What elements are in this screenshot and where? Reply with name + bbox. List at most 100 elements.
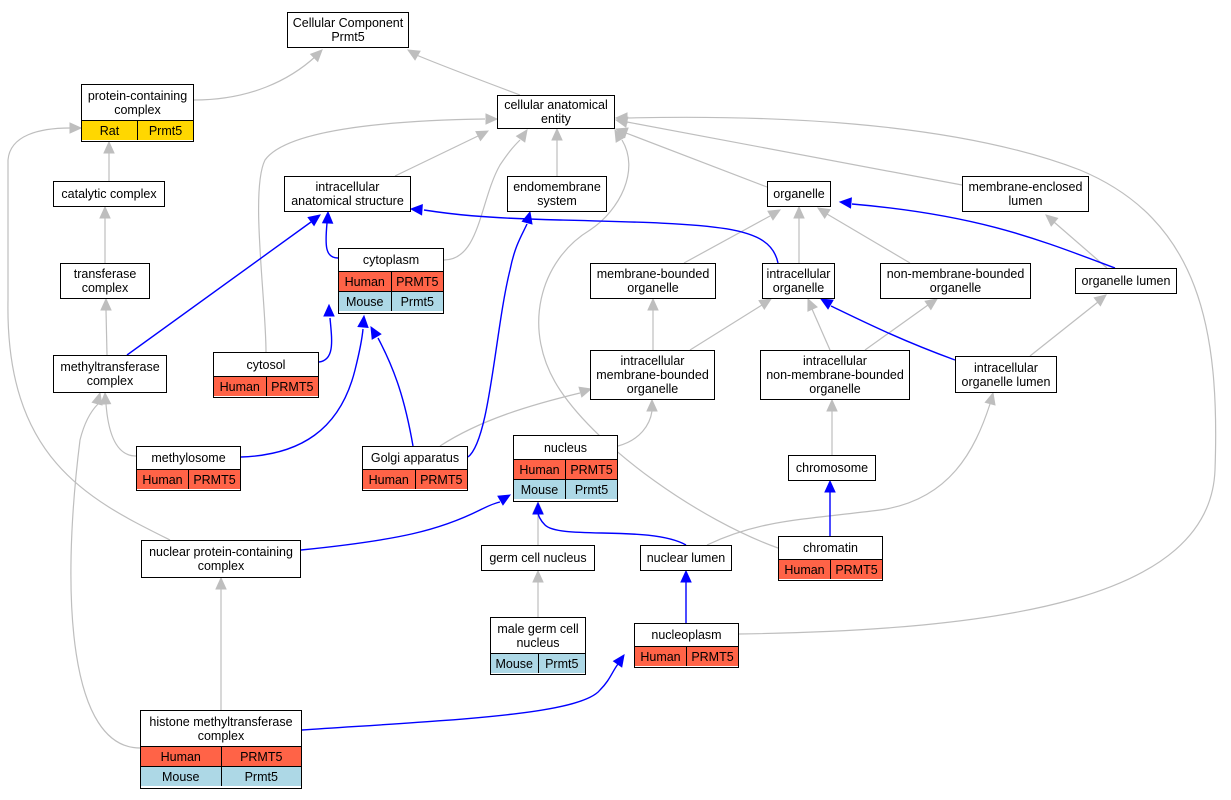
node-germ-cell-nucleus[interactable]: germ cell nucleus: [481, 545, 595, 571]
gene-cell: PRMT5: [686, 647, 738, 666]
edge-arrowhead: [307, 214, 321, 227]
edge-arrowhead: [406, 49, 421, 61]
node-label-line: lumen: [1008, 194, 1043, 208]
edge-arrowhead: [215, 576, 227, 590]
gene-cell: Prmt5: [390, 292, 444, 311]
edge-line: [443, 139, 521, 261]
species-cell: Human: [344, 274, 385, 289]
node-nuclear-lumen[interactable]: nuclear lumen: [640, 545, 732, 571]
edge-line: [377, 337, 414, 447]
edge-arrowhead: [612, 654, 625, 668]
edge-arrowhead: [838, 197, 852, 209]
edge-part-of-intracellular-organelle-to-intracellular-anatomical-structure: [409, 204, 779, 264]
node-label-line: chromatin: [803, 541, 858, 555]
edge-line: [826, 213, 911, 264]
node-label-line: Golgi apparatus: [370, 451, 460, 465]
species-cell: Rat: [99, 123, 120, 138]
node-label: cytoplasm: [339, 249, 443, 271]
edge-is-a-organelle-to-cellular-anatomical-entity: [614, 127, 768, 188]
edge-line: [537, 511, 687, 546]
edge-is-a-intracellular-membrane-bounded-organelle-to-membrane-bounded-organelle: [647, 297, 659, 350]
edge-arrowhead: [767, 209, 782, 221]
edge-is-a-cytosol-to-cellular-anatomical-entity: [257, 113, 499, 353]
node-label-line: organelle: [809, 382, 861, 396]
edge-is-a-intracellular-organelle-to-organelle: [793, 205, 805, 263]
edge-arrowhead: [323, 303, 335, 317]
edge-arrowhead: [1093, 294, 1107, 307]
edge-is-a-membrane-enclosed-lumen-to-cellular-anatomical-entity: [614, 116, 963, 186]
species-cell: Human: [368, 472, 409, 487]
edge-line: [683, 215, 771, 264]
edge-arrowhead: [758, 298, 773, 310]
edge-is-a-chromatin-to-cellular-anatomical-entity: [538, 128, 779, 549]
edge-line: [394, 135, 479, 177]
node-label-line: membrane-enclosed: [968, 180, 1083, 194]
node-label-line: cytoplasm: [362, 253, 420, 267]
gene-cell: PRMT5: [265, 377, 319, 396]
edge-is-a-membrane-bounded-organelle-to-organelle: [683, 209, 782, 264]
edge-line: [70, 403, 141, 749]
node-catalytic-complex[interactable]: catalytic complex: [53, 181, 165, 207]
edge-line: [538, 139, 779, 549]
edge-is-a-intracellular-membrane-bounded-organelle-to-intracellular-organelle: [689, 298, 773, 351]
edge-is-a-nuclear-protein-containing-complex-to-protein-containing-complex: [7, 122, 171, 541]
node-organelle-lumen[interactable]: organelle lumen: [1075, 268, 1177, 294]
edge-arrowhead: [647, 297, 659, 311]
node-label-line: histone methyltransferase: [149, 714, 293, 729]
node-organelle[interactable]: organelle: [767, 181, 831, 207]
node-chromosome[interactable]: chromosome: [788, 455, 876, 481]
edge-is-a-histone-methyltransferase-complex-to-nuclear-protein-containing-complex: [215, 576, 227, 710]
edge-arrowhead: [614, 112, 628, 124]
node-label-line: Cellular Component: [292, 16, 404, 30]
edge-is-a-endomembrane-system-to-cellular-anatomical-entity: [551, 127, 563, 176]
node-label-line: endomembrane: [513, 180, 601, 194]
node-label: organelle lumen: [1076, 269, 1176, 293]
node-label-line: complex: [81, 281, 129, 295]
species-cell: Mouse: [345, 294, 384, 309]
edge-is-a-histone-methyltransferase-complex-to-methyltransferase-complex: [70, 391, 141, 749]
edge-arrowhead: [646, 398, 658, 412]
edge-is-a-catalytic-complex-to-protein-containing-complex: [103, 140, 115, 181]
edge-arrowhead: [515, 129, 528, 143]
node-label: organelle: [768, 182, 830, 206]
node-label-line: cellular anatomical: [504, 98, 608, 112]
node-label: nucleus: [514, 436, 617, 459]
